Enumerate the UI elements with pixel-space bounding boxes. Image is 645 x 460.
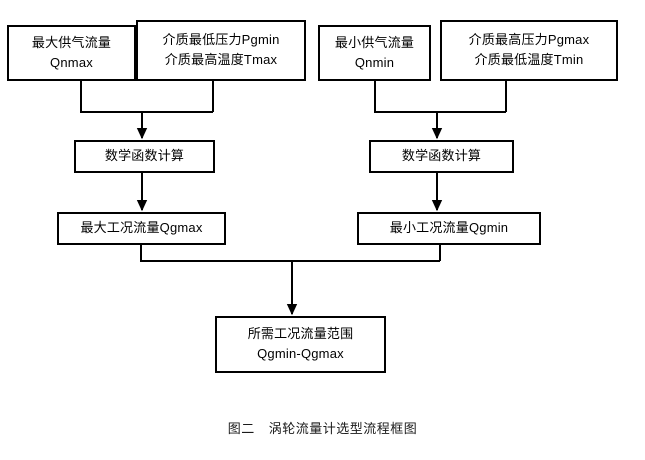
node-min-supply-flow: 最小供气流量 Qnmin [318,25,431,81]
edge-qnmax-to-calc-left [80,81,213,113]
node-min-pressure-line: 介质最低压力Pgmin [162,32,280,48]
node-math-function-calc-right-label: 数学函数计算 [401,148,482,164]
figure-caption: 图二涡轮流量计选型流程框图 [0,418,645,437]
node-max-temp-line: 介质最高温度Tmax [164,52,278,67]
node-math-function-calc-right: 数学函数计算 [369,140,514,173]
node-min-supply-flow-line2: Qnmin [354,54,395,70]
figure-caption-label: 图二 [227,421,255,436]
node-max-working-flow-label: 最大工况流量Qgmax [80,220,203,236]
node-math-function-calc-left-label: 数学函数计算 [104,148,185,164]
edge-qgmax-to-range [140,245,440,262]
node-max-pressure-min-temp: 介质最高压力Pgmax 介质最低温度Tmin [440,20,618,81]
node-math-function-calc-left: 数学函数计算 [74,140,215,173]
node-required-flow-range-line2: Qgmin-Qgmax [257,346,344,361]
node-required-flow-range: 所需工况流量范围 Qgmin-Qgmax [215,316,386,373]
node-min-supply-flow-line1: 最小供气流量 [334,34,415,50]
node-max-working-flow: 最大工况流量Qgmax [57,212,226,245]
node-min-temp-line: 介质最低温度Tmin [474,52,584,67]
node-max-supply-flow-line2: Qnmax [50,54,93,70]
node-min-working-flow: 最小工况流量Qgmin [357,212,541,245]
node-max-pressure-line: 介质最高压力Pgmax [468,32,590,48]
node-max-supply-flow-line1: 最大供气流量 [31,34,112,50]
edge-qnmin-to-calc-right [374,81,506,113]
node-max-supply-flow: 最大供气流量 Qnmax [7,25,136,81]
node-min-working-flow-label: 最小工况流量Qgmin [389,220,509,236]
node-required-flow-range-line1: 所需工况流量范围 [247,326,354,342]
figure-caption-title: 涡轮流量计选型流程框图 [268,421,418,436]
node-min-pressure-max-temp: 介质最低压力Pgmin 介质最高温度Tmax [136,20,306,81]
